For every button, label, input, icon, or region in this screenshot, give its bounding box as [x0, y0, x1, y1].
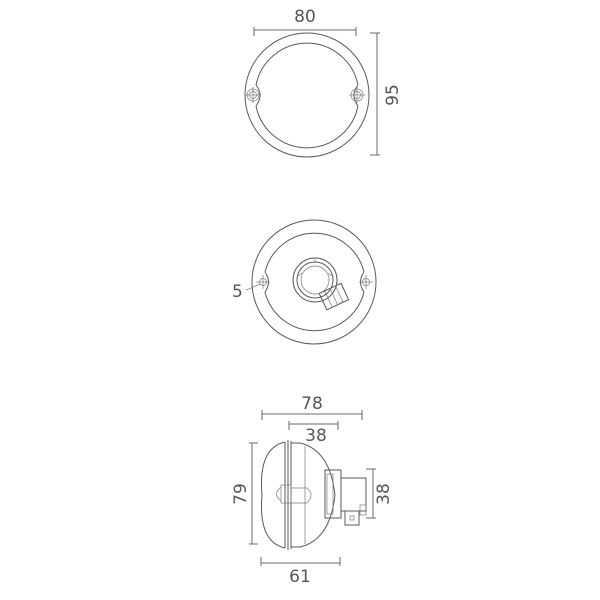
- bayonet-socket: [292, 257, 338, 303]
- connector-plug: [318, 282, 350, 311]
- screw-left-icon: [245, 87, 261, 103]
- dim-height-label: 79: [231, 483, 251, 505]
- hole-left-icon: [256, 275, 270, 289]
- rear-view: 5: [232, 219, 377, 345]
- dim-overall-depth-label: 78: [301, 394, 323, 414]
- dim-width-label: 80: [294, 7, 316, 27]
- hole-right-icon: [359, 275, 373, 289]
- screw-right-icon: [349, 87, 365, 103]
- front-view: 80 95: [244, 7, 403, 158]
- dim-height-label: 95: [383, 84, 403, 106]
- dim-housing-depth-label: 38: [305, 426, 327, 446]
- side-view: 78 38 79 38 61: [231, 394, 394, 587]
- dim-connector-height-label: 38: [374, 483, 394, 505]
- dim-base-depth-label: 61: [289, 567, 311, 587]
- dim-hole-label: 5: [232, 282, 243, 302]
